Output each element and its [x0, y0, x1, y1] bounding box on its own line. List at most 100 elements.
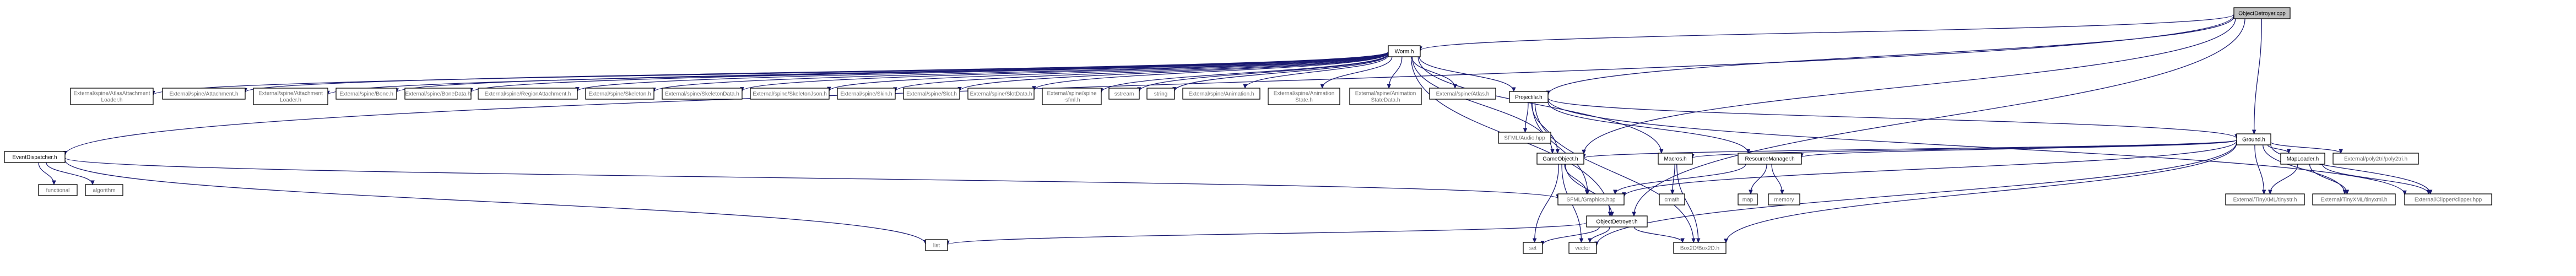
- node-box: [70, 88, 154, 105]
- node-label: string: [1154, 91, 1167, 98]
- node-box: [1509, 91, 1549, 103]
- node-regionattachment: External/spine/RegionAttachment.h: [478, 88, 578, 100]
- node-label: -sfml.h: [1064, 98, 1080, 104]
- node-box: [2280, 153, 2325, 165]
- node-box: [903, 88, 960, 100]
- node-tinyxmltinyxml: External/TinyXML/tinyxml.h: [2312, 193, 2396, 205]
- node-label: SFML/Audio.hpp: [1504, 136, 1545, 142]
- node-skeletonjson: External/spine/SkeletonJson.h: [750, 88, 830, 100]
- node-label: External/spine/Skin.h: [841, 91, 892, 98]
- node-label: External/spine/BoneData.h: [405, 91, 471, 98]
- node-clipper: External/Clipper/clipper.hpp: [2404, 193, 2492, 205]
- node-resourcemanager-h[interactable]: ResourceManager.h: [1738, 153, 1802, 165]
- node-worm-h[interactable]: Worm.h: [1388, 45, 1421, 57]
- node-box: [967, 88, 1035, 100]
- node-macros-h[interactable]: Macros.h: [1658, 153, 1693, 165]
- node-box: [1042, 88, 1102, 105]
- node-label: External/poly2tri/poly2tri.h: [2344, 156, 2407, 163]
- edge-Projectile_h-to-Ground_h: [1547, 98, 2239, 139]
- node-box: [1182, 88, 1260, 100]
- edge-GameObject_h-to-set: [1532, 164, 1560, 243]
- node-sfmlaudio: SFML/Audio.hpp: [1498, 132, 1551, 144]
- node-label: External/spine/Animation.h: [1189, 91, 1254, 98]
- node-box: [1268, 88, 1340, 105]
- node-spine-sfml: External/spine/spine-sfml.h: [1042, 88, 1102, 105]
- node-box: [925, 239, 948, 251]
- dependency-edges: [38, 14, 2433, 247]
- edge-Ground_h-to-Clipper: [2270, 144, 2433, 195]
- node-box2d: Box2D/Box2D.h: [1673, 242, 1727, 254]
- node-box: [1586, 215, 1648, 228]
- edge-EventDispatcher_h-to-list: [64, 160, 928, 245]
- edge-Ground_h-to-TinyXMLtinyxml: [2263, 144, 2347, 195]
- edge-Worm_h-to-BoneData: [469, 51, 1389, 93]
- node-box: [2236, 133, 2271, 145]
- node-label: External/spine/SkeletonJson.h: [753, 91, 827, 98]
- edge-GameObject_h-to-ObjectDetroyer_h: [1565, 164, 1614, 217]
- node-label: External/spine/Animation: [1274, 91, 1335, 97]
- node-box: [1557, 193, 1625, 205]
- node-label: External/spine/Animation: [1355, 91, 1416, 97]
- edge-Worm_h-to-AnimationStateData: [1387, 56, 1403, 89]
- edge-Worm_h-to-AnimationState: [1320, 56, 1393, 89]
- node-label: External/spine/Skeleton.h: [588, 91, 651, 98]
- edge-GameObject_h-to-SFMLGraphics: [1564, 164, 1589, 195]
- node-eventdispatcher-h[interactable]: EventDispatcher.h: [4, 151, 66, 163]
- node-attachment: External/spine/Attachment.h: [162, 88, 246, 100]
- node-label: External/TinyXML/tinyxml.h: [2321, 197, 2388, 203]
- edge-Worm_h-to-Animation: [1243, 55, 1389, 89]
- node-ground-h[interactable]: Ground.h: [2236, 133, 2271, 145]
- node-box: [1536, 153, 1584, 165]
- node-maploader-h[interactable]: MapLoader.h: [2280, 153, 2325, 165]
- node-memory: memory: [1768, 193, 1800, 205]
- edge-ObjectDetroyer_cpp-to-Ground_h: [2252, 18, 2262, 135]
- node-label: algorithm: [93, 188, 115, 194]
- node-label: list: [933, 243, 940, 249]
- edge-EventDispatcher_h-to-SFMLGraphics: [64, 157, 1560, 199]
- node-algorithm: algorithm: [85, 184, 123, 196]
- edge-Ground_h-to-poly2tri: [2270, 142, 2343, 154]
- node-label: External/spine/Slot.h: [906, 91, 957, 98]
- edge-ObjectDetroyer_cpp-to-GameObject_h: [1582, 18, 2236, 155]
- node-label: External/spine/SlotData.h: [970, 91, 1032, 98]
- edge-Ground_h-to-SFMLGraphics: [1622, 140, 2237, 197]
- node-label: SFML/Graphics.hpp: [1567, 197, 1616, 203]
- edge-MapLoader_h-to-TinyXMLtinystr: [2267, 164, 2298, 195]
- edge-Projectile_h-to-SFMLAudio: [1523, 102, 1529, 133]
- node-box: [85, 184, 123, 196]
- node-label: External/spine/RegionAttachment.h: [485, 91, 571, 98]
- node-box: [1349, 88, 1422, 105]
- edge-ObjectDetroyer_cpp-to-Worm_h: [1418, 14, 2234, 51]
- node-box: [253, 88, 328, 105]
- node-tinyxmltinystr: External/TinyXML/tinystr.h: [2225, 193, 2305, 205]
- node-set: set: [1523, 242, 1543, 254]
- node-label: functional: [46, 188, 70, 194]
- node-objectdetroyer-cpp[interactable]: ObjectDetroyer.cpp: [2233, 7, 2291, 19]
- node-box: [1738, 193, 1758, 205]
- edge-Ground_h-to-Box2D: [1724, 143, 2237, 243]
- edge-Projectile_h-to-SFMLGraphics: [1531, 102, 1590, 195]
- edge-EventDispatcher_h-to-functional: [38, 162, 56, 186]
- edge-EventDispatcher_h-to-algorithm: [46, 162, 95, 186]
- node-cmath: cmath: [1659, 193, 1685, 205]
- node-functional: functional: [38, 184, 78, 196]
- edge-MapLoader_h-to-TinyXMLtinyxml: [2309, 164, 2350, 195]
- edge-ResourceManager_h-to-SFMLGraphics: [1613, 164, 1746, 195]
- node-box: [1768, 193, 1800, 205]
- node-gameobject-h[interactable]: GameObject.h: [1536, 153, 1584, 165]
- node-box: [1673, 242, 1727, 254]
- node-box: [1568, 242, 1597, 254]
- node-label: MapLoader.h: [2287, 156, 2319, 163]
- node-box: [2312, 193, 2396, 205]
- node-objectdetroyer-h[interactable]: ObjectDetroyer.h: [1586, 215, 1648, 228]
- node-map: map: [1738, 193, 1758, 205]
- node-label: Loader.h: [101, 98, 123, 104]
- node-label: External/spine/Atlas.h: [1436, 91, 1490, 98]
- node-projectile-h[interactable]: Projectile.h: [1509, 91, 1549, 103]
- node-box: [2233, 7, 2291, 19]
- edge-Ground_h-to-MapLoader_h: [2267, 144, 2291, 154]
